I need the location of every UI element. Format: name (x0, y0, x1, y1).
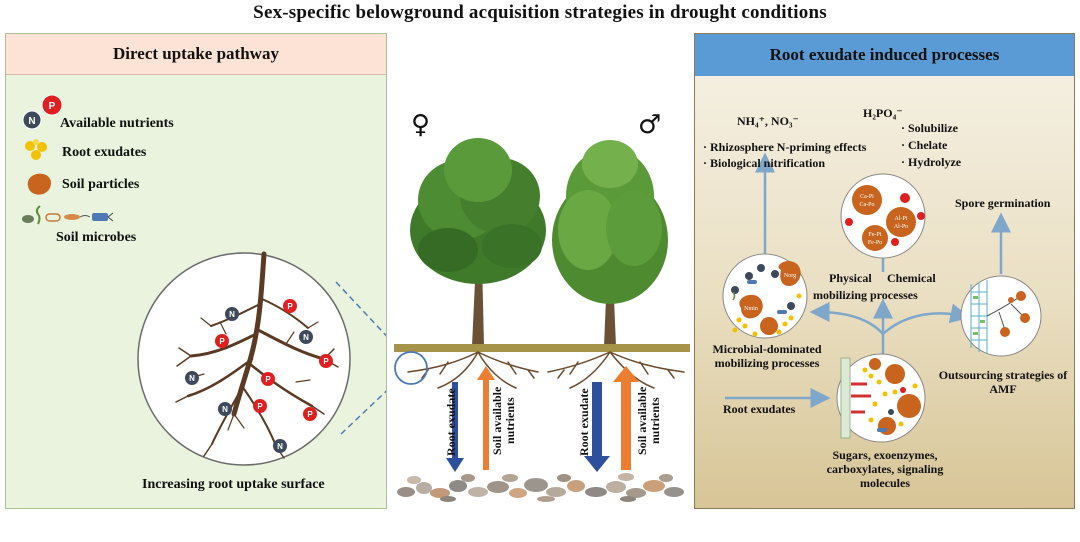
female-tree (410, 138, 546, 346)
chemical-label: Chemical (887, 271, 936, 285)
nitrogen-icon: N (22, 110, 42, 130)
legend-root-exudates: Root exudates (62, 145, 147, 160)
main-title: Sex-specific belowground acquisition str… (253, 2, 827, 23)
rhizosphere-circle (836, 353, 926, 443)
male-symbol: ♂ (638, 110, 662, 140)
phosphorus-icon: P (41, 94, 63, 116)
root-exudate-panel: Root exudate induced processes (694, 33, 1075, 509)
svg-text:Al-Pi: Al-Pi (894, 216, 907, 222)
nitrification-label: · Biological nitrification (703, 156, 825, 170)
svg-text:Ca-Po: Ca-Po (860, 202, 875, 208)
solubilize-label: · Solubilize (901, 121, 959, 135)
root-exudate-icon (25, 139, 47, 160)
soil-particle-icon (27, 173, 52, 195)
center-trees-scene (394, 138, 690, 502)
male-root-exudate-label: Root exudate (577, 388, 591, 456)
nh4-no3-label: NH₄⁺, NO₃⁻ (737, 114, 799, 128)
svg-text:Norg: Norg (784, 273, 796, 279)
physical-label: Physical (829, 271, 872, 285)
left-panel-graphics: N P (22, 94, 386, 466)
chemical-mobilizing-circle: Ca-Pi Ca-Po Al-Pi Al-Po Fe-Pi Fe-Po (840, 173, 926, 259)
male-tree (552, 140, 668, 346)
svg-text:Fe-Po: Fe-Po (868, 240, 882, 246)
female-root-exudate-label: Root exudate (444, 388, 458, 456)
microbial-dominated-label: Microbial-dominated mobilizing processes (712, 342, 822, 370)
root-uptake-caption: Increasing root uptake surface (142, 477, 325, 492)
exudate-compounds-label: Sugars, exoenzymes, carboxylates, signal… (826, 448, 944, 490)
female-soil-nutrients-label: Soil available nutrients (490, 386, 517, 456)
svg-text:P: P (49, 101, 56, 112)
right-panel-graphics: Ca-Pi Ca-Po Al-Pi Al-Po Fe-Pi Fe-Po (722, 152, 1042, 443)
direct-uptake-header: Direct uptake pathway (6, 34, 386, 75)
svg-text:Fe-Pi: Fe-Pi (868, 232, 881, 238)
h2po4-label: H₂PO₄⁻ (863, 106, 903, 120)
soil-rocks (397, 473, 684, 502)
n-priming-label: · Rhizosphere N-priming effects (703, 140, 867, 154)
microbial-mobilizing-circle: Norg Nmin (722, 253, 808, 339)
legend-soil-particles: Soil particles (62, 177, 140, 192)
male-soil-nutrients-label: Soil available nutrients (635, 386, 662, 456)
female-symbol: ♀ (411, 110, 431, 140)
outsourcing-amf-label: Outsourcing strategies of AMF (938, 368, 1068, 396)
chelate-label: · Chelate (901, 138, 948, 152)
amf-circle (960, 275, 1042, 357)
root-exudates-label: Root exudates (723, 402, 796, 416)
svg-text:Al-Po: Al-Po (894, 224, 908, 230)
hydrolyze-label: · Hydrolyze (901, 155, 962, 169)
spore-germination-label: Spore germination (955, 196, 1051, 210)
legend-soil-microbes: Soil microbes (56, 230, 137, 245)
root-exudate-header: Root exudate induced processes (695, 34, 1074, 76)
svg-text:Ca-Pi: Ca-Pi (860, 194, 874, 200)
svg-text:Nmin: Nmin (744, 306, 758, 312)
magnified-root-view (137, 251, 351, 466)
direct-uptake-panel: Direct uptake pathway N P (5, 33, 387, 509)
mobilizing-label: mobilizing processes (813, 288, 918, 302)
legend-available-nutrients: Available nutrients (60, 116, 174, 131)
soil-microbes-icon (22, 205, 114, 225)
svg-text:N: N (28, 116, 35, 127)
